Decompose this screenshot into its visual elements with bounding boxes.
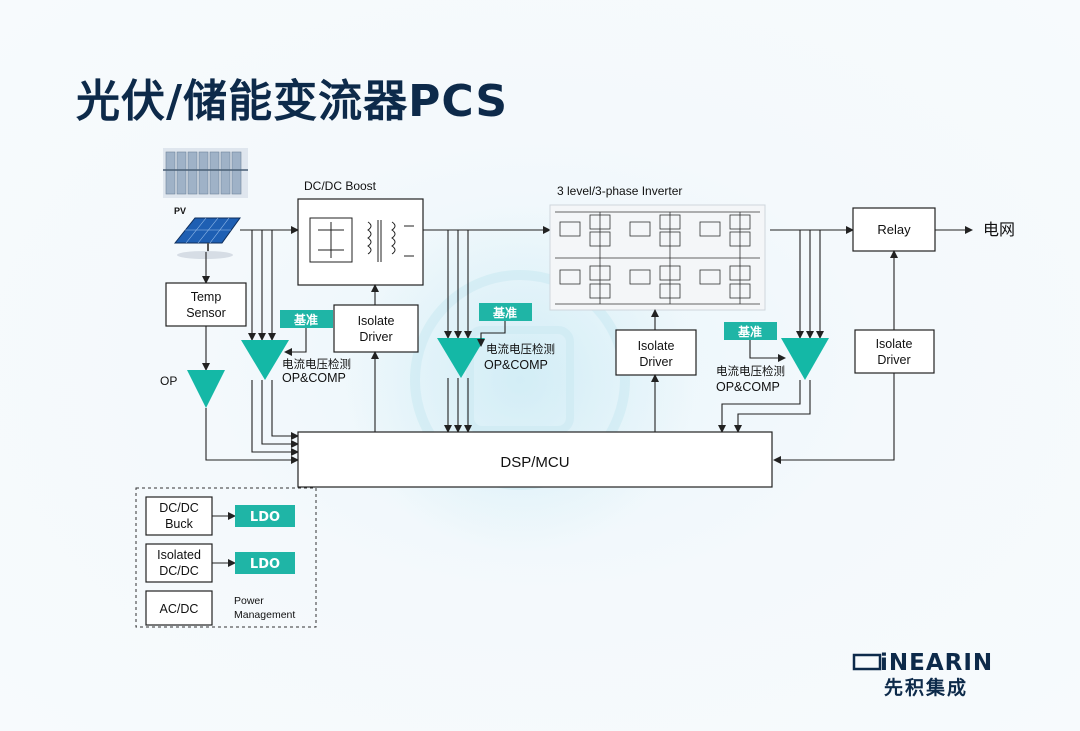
dsp-mcu-label: DSP/MCU: [500, 454, 569, 471]
boost-schematic: [309, 217, 414, 263]
reference-badge-2-label: 基准: [492, 305, 517, 320]
reference-badge-1-label: 基准: [293, 312, 318, 327]
detect-label-1: 电流电压检测: [282, 357, 351, 371]
pv-sense-lines: [248, 230, 299, 456]
dcdc-boost-block: [297, 198, 424, 286]
grid-sense-lines: [718, 230, 824, 433]
comparator-icon-1: [241, 340, 289, 380]
op-amp-icon: [187, 370, 225, 408]
isolate-driver-2-line2: Driver: [639, 355, 672, 369]
detect-label-3: 电流电压检测: [716, 364, 785, 378]
isolate-driver-2: [615, 329, 697, 376]
acdc-block: [145, 590, 213, 626]
isolate-driver-3-line1: Isolate: [876, 337, 913, 351]
ldo-badge-1: [235, 505, 295, 527]
inverter-schematic: [555, 211, 760, 305]
inverter-title: 3 level/3-phase Inverter: [557, 184, 682, 198]
power-management-label-1: Power: [234, 595, 264, 607]
dcdc-boost-title: DC/DC Boost: [304, 179, 377, 193]
temp-sensor-line1: Temp: [191, 290, 222, 304]
isolated-dcdc-line1: Isolated: [157, 548, 201, 562]
opcomp-label-1: OP&COMP: [282, 371, 346, 385]
dsp-mcu-block: [297, 431, 773, 488]
comparator-icon-2: [437, 338, 485, 378]
grid-label: 电网: [983, 221, 1015, 239]
isolate-driver-1: [333, 304, 419, 353]
isolate-driver-1-line2: Driver: [359, 330, 392, 344]
ldo-badge-2: [235, 552, 295, 574]
op-label: OP: [160, 374, 177, 388]
reference-badge-2: [479, 303, 532, 321]
solar-panel-image: PV: [173, 206, 241, 259]
power-management-group: [135, 487, 317, 628]
battery-pack-image: [163, 148, 248, 198]
comparator-icon-3: [781, 338, 829, 380]
page-title: 光伏/储能变流器PCS: [76, 76, 509, 127]
bus-sense-lines: [444, 230, 472, 433]
pv-label: PV: [174, 206, 186, 216]
opcomp-label-3: OP&COMP: [716, 380, 780, 394]
reference-badge-3-label: 基准: [737, 324, 762, 339]
logo-brand-text: iNEARIN: [880, 650, 993, 676]
detect-label-2: 电流电压检测: [486, 342, 555, 356]
reference-badge-3: [724, 322, 777, 340]
dcdc-buck-block: [145, 496, 213, 536]
isolate-driver-1-line1: Isolate: [358, 314, 395, 328]
inverter-block: [549, 204, 766, 311]
logo-cn-text: 先积集成: [884, 676, 968, 699]
opcomp-label-2: OP&COMP: [484, 358, 548, 372]
ldo-badge-1-label: LDO: [250, 510, 280, 525]
relay-label: Relay: [877, 222, 911, 237]
company-logo: iNEARIN 先积集成: [852, 650, 993, 699]
reference-badge-1: [280, 310, 333, 328]
isolate-driver-3-line2: Driver: [877, 353, 910, 367]
isolated-dcdc-block: [145, 543, 213, 583]
acdc-label: AC/DC: [160, 602, 199, 616]
dcdc-buck-line2: Buck: [165, 517, 194, 531]
isolated-dcdc-line2: DC/DC: [159, 564, 199, 578]
ldo-badge-2-label: LDO: [250, 557, 280, 572]
power-management-label-2: Management: [234, 609, 295, 621]
temp-sensor-line2: Sensor: [186, 306, 226, 320]
isolate-driver-2-line1: Isolate: [638, 339, 675, 353]
dcdc-buck-line1: DC/DC: [159, 501, 199, 515]
